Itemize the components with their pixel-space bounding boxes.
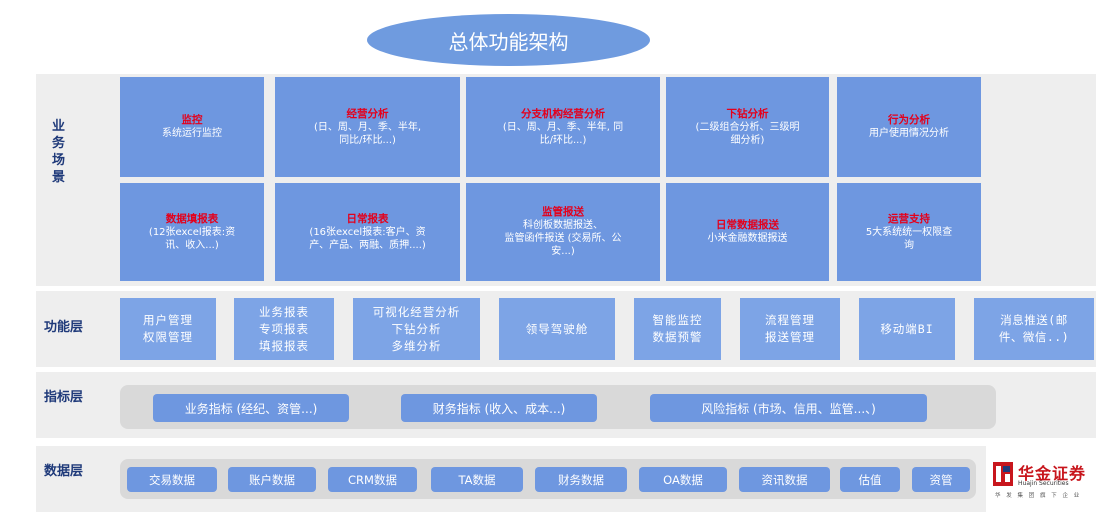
data-item-asset-mgmt: 资管 <box>912 467 970 492</box>
biz-title: 监控 <box>181 114 203 126</box>
biz-box-monitor: 监控 系统运行监控 <box>120 77 264 177</box>
biz-sub: 5大系统统一权限查 询 <box>865 226 953 251</box>
biz-title: 下钻分析 <box>726 107 769 120</box>
logo-tagline: 华 发 集 团 旗 下 企 业 <box>995 493 1082 499</box>
diagram-title: 总体功能架构 <box>367 14 650 66</box>
func-box-visual-analysis: 可视化经营分析 下钻分析 多维分析 <box>353 298 480 360</box>
func-box-message-push: 消息推送(邮 件、微信..) <box>974 298 1094 360</box>
indicator-layer-label: 指标层 <box>44 390 84 405</box>
biz-sub: (日、周、月、季、半年, 同比/环比...) <box>313 121 422 146</box>
data-item-crm: CRM数据 <box>328 467 417 492</box>
biz-sub: (日、周、月、季、半年, 同 比/环比...) <box>502 121 624 146</box>
indicator-risk: 风险指标 (市场、信用、监管...、) <box>650 394 927 422</box>
biz-sub: 用户使用情况分析 <box>869 128 949 139</box>
biz-sub: 系统运行监控 <box>162 128 222 139</box>
biz-sub: 科创板数据报送、 监管函件报送 (交易所、公 安...) <box>504 220 622 257</box>
biz-box-operation-analysis: 经营分析 (日、周、月、季、半年, 同比/环比...) <box>275 77 460 177</box>
data-layer-label: 数据层 <box>44 464 84 479</box>
func-box-process-management: 流程管理 报送管理 <box>740 298 840 360</box>
biz-sub: (12张excel报表:资 讯、收入...) <box>148 226 236 251</box>
biz-box-behavior: 行为分析 用户使用情况分析 <box>837 77 981 177</box>
function-layer-label: 功能层 <box>44 320 84 335</box>
data-item-valuation: 估值 <box>840 467 900 492</box>
biz-sub: 小米金融数据报送 <box>707 233 788 244</box>
indicator-business: 业务指标 (经纪、资管...) <box>153 394 349 422</box>
biz-box-drilldown: 下钻分析 (二级组合分析、三级明 细分析) <box>666 77 829 177</box>
biz-sub: (二级组合分析、三级明 细分析) <box>695 121 800 146</box>
data-item-account: 账户数据 <box>228 467 316 492</box>
biz-box-data-fill-report: 数据填报表 (12张excel报表:资 讯、收入...) <box>120 183 264 281</box>
biz-title: 监管报送 <box>542 206 584 218</box>
huajin-logo-icon <box>993 462 1013 486</box>
func-box-reports: 业务报表 专项报表 填报报表 <box>234 298 334 360</box>
business-layer-label: 业 务 场 景 <box>52 119 66 185</box>
biz-title: 数据填报表 <box>165 212 219 225</box>
biz-title: 分支机构经营分析 <box>521 107 605 120</box>
func-box-mobile-bi: 移动端BI <box>859 298 955 360</box>
data-item-info: 资讯数据 <box>739 467 830 492</box>
data-item-finance: 财务数据 <box>535 467 627 492</box>
biz-title: 运营支持 <box>888 212 930 225</box>
biz-sub: (16张excel报表:客户、资 产、产品、两融、质押....) <box>309 226 426 251</box>
biz-box-daily-report: 日常报表 (16张excel报表:客户、资 产、产品、两融、质押....) <box>275 183 460 281</box>
func-box-user-permission: 用户管理 权限管理 <box>120 298 216 360</box>
logo-text-en: Huajin Securities <box>1018 480 1069 487</box>
func-box-cockpit: 领导驾驶舱 <box>499 298 615 360</box>
biz-box-branch-analysis: 分支机构经营分析 (日、周、月、季、半年, 同 比/环比...) <box>466 77 660 177</box>
biz-title: 行为分析 <box>888 114 930 126</box>
data-item-ta: TA数据 <box>431 467 523 492</box>
biz-box-daily-data-submission: 日常数据报送 小米金融数据报送 <box>666 183 829 281</box>
biz-title: 日常报表 <box>346 212 389 225</box>
biz-box-regulatory-submission: 监管报送 科创板数据报送、 监管函件报送 (交易所、公 安...) <box>466 183 660 281</box>
data-item-trade: 交易数据 <box>127 467 217 492</box>
data-item-oa: OA数据 <box>639 467 727 492</box>
biz-title: 日常数据报送 <box>716 219 779 231</box>
biz-box-operations-support: 运营支持 5大系统统一权限查 询 <box>837 183 981 281</box>
func-box-smart-monitor: 智能监控 数据预警 <box>634 298 721 360</box>
biz-title: 经营分析 <box>346 107 389 120</box>
logo-text-cn: 华金证券 <box>1018 464 1087 483</box>
indicator-finance: 财务指标 (收入、成本...) <box>401 394 597 422</box>
